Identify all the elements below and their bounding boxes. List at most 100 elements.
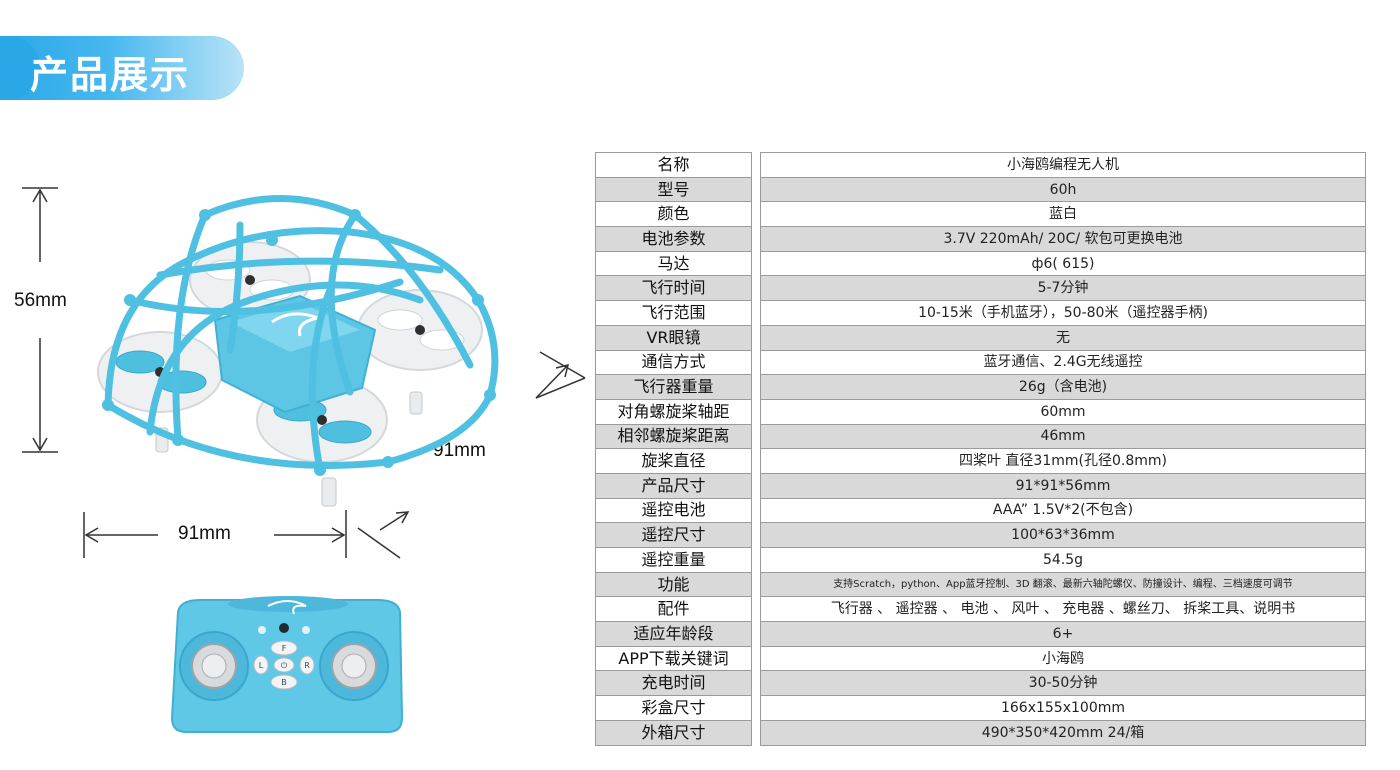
spec-label: 名称 xyxy=(595,152,752,178)
power-icon: ⏻ xyxy=(281,661,288,670)
spec-row: 外箱尺寸 xyxy=(595,719,752,746)
spec-label: 配件 xyxy=(595,596,752,623)
section-banner: 产品展示 xyxy=(0,36,244,100)
spec-value: 3.7V 220mAh/ 20C/ 软包可更换电池 xyxy=(760,226,1366,252)
spec-value: 30-50分钟 xyxy=(760,670,1366,697)
spec-value: ф6( 615) xyxy=(760,250,1366,277)
spec-label: 通信方式 xyxy=(595,349,752,376)
spec-row: 飞行时间 xyxy=(595,275,752,302)
spec-value: 小海鸥编程无人机 xyxy=(760,152,1366,178)
drone-image xyxy=(97,195,499,507)
spec-row: 支持Scratch，python、App蓝牙控制、3D 翻滚、最新六轴陀螺仪、防… xyxy=(760,571,1366,598)
spec-label: 型号 xyxy=(595,176,752,203)
spec-row: 马达 xyxy=(595,250,752,277)
spec-label: 外箱尺寸 xyxy=(595,719,752,746)
spec-label: APP下载关键词 xyxy=(595,645,752,672)
spec-row: 飞行器重量 xyxy=(595,374,752,400)
spec-value: 100*63*36mm xyxy=(760,522,1366,548)
spec-row: 26g（含电池) xyxy=(760,374,1366,400)
spec-label: 充电时间 xyxy=(595,670,752,697)
spec-row: 60mm xyxy=(760,398,1366,425)
spec-value: 蓝牙通信、2.4G无线遥控 xyxy=(760,349,1366,376)
spec-value: 小海鸥 xyxy=(760,645,1366,672)
spec-row: APP下载关键词 xyxy=(595,645,752,672)
spec-label: 遥控重量 xyxy=(595,547,752,573)
spec-row: 飞行范围 xyxy=(595,300,752,326)
spec-value: 166x155x100mm xyxy=(760,695,1366,721)
spec-value: 6+ xyxy=(760,621,1366,647)
spec-row: 5-7分钟 xyxy=(760,275,1366,302)
spec-label: 适应年龄段 xyxy=(595,621,752,647)
spec-value: 60h xyxy=(760,176,1366,203)
spec-row: 490*350*420mm 24/箱 xyxy=(760,719,1366,746)
spec-row: 蓝牙通信、2.4G无线遥控 xyxy=(760,349,1366,376)
spec-row: 无 xyxy=(760,324,1366,351)
spec-label: VR眼镜 xyxy=(595,324,752,351)
spec-label: 遥控尺寸 xyxy=(595,522,752,548)
spec-row: 电池参数 xyxy=(595,226,752,252)
spec-row: 60h xyxy=(760,176,1366,203)
remote-button-b-label: B xyxy=(281,678,287,687)
spec-row: 通信方式 xyxy=(595,349,752,376)
spec-row: 30-50分钟 xyxy=(760,670,1366,697)
dimension-arrows xyxy=(22,187,586,559)
spec-row: 遥控尺寸 xyxy=(595,522,752,548)
spec-row: 6+ xyxy=(760,621,1366,647)
spec-row: 旋桨直径 xyxy=(595,448,752,474)
spec-label: 功能 xyxy=(595,571,752,598)
spec-row: 四桨叶 直径31mm(孔径0.8mm) xyxy=(760,448,1366,474)
spec-row: 166x155x100mm xyxy=(760,695,1366,721)
spec-label: 旋桨直径 xyxy=(595,448,752,474)
spec-value: 91*91*56mm xyxy=(760,472,1366,499)
spec-row: 10-15米（手机蓝牙），50-80米（遥控器手柄) xyxy=(760,300,1366,326)
spec-label: 彩盒尺寸 xyxy=(595,695,752,721)
spec-value: 46mm xyxy=(760,423,1366,450)
width-dimension-label: 91mm xyxy=(178,523,231,544)
spec-row: 充电时间 xyxy=(595,670,752,697)
spec-row: 名称 xyxy=(595,152,752,178)
spec-row: AAA” 1.5V*2(不包含) xyxy=(760,497,1366,524)
spec-value: 蓝白 xyxy=(760,201,1366,228)
spec-row: 对角螺旋桨轴距 xyxy=(595,398,752,425)
spec-label: 马达 xyxy=(595,250,752,277)
remote-button-f-label: F xyxy=(282,644,287,653)
spec-row: 100*63*36mm xyxy=(760,522,1366,548)
spec-value: 60mm xyxy=(760,398,1366,425)
spec-label: 飞行器重量 xyxy=(595,374,752,400)
spec-value: 490*350*420mm 24/箱 xyxy=(760,719,1366,746)
spec-row: 46mm xyxy=(760,423,1366,450)
spec-row: 54.5g xyxy=(760,547,1366,573)
spec-label: 飞行时间 xyxy=(595,275,752,302)
spec-row: 配件 xyxy=(595,596,752,623)
spec-value: 支持Scratch，python、App蓝牙控制、3D 翻滚、最新六轴陀螺仪、防… xyxy=(760,571,1366,598)
spec-value: 无 xyxy=(760,324,1366,351)
spec-label: 遥控电池 xyxy=(595,497,752,524)
spec-label: 产品尺寸 xyxy=(595,472,752,499)
spec-label: 飞行范围 xyxy=(595,300,752,326)
spec-value: AAA” 1.5V*2(不包含) xyxy=(760,497,1366,524)
spec-row: 蓝白 xyxy=(760,201,1366,228)
spec-row: 遥控重量 xyxy=(595,547,752,573)
section-title: 产品展示 xyxy=(30,53,191,97)
spec-row: 产品尺寸 xyxy=(595,472,752,499)
spec-row: 适应年龄段 xyxy=(595,621,752,647)
spec-row: ф6( 615) xyxy=(760,250,1366,277)
spec-value: 54.5g xyxy=(760,547,1366,573)
depth-dimension-label: 91mm xyxy=(433,440,486,461)
spec-row: 小海鸥 xyxy=(760,645,1366,672)
spec-label: 电池参数 xyxy=(595,226,752,252)
spec-label: 颜色 xyxy=(595,201,752,228)
spec-row: 颜色 xyxy=(595,201,752,228)
spec-value: 飞行器 、 遥控器 、 电池 、 风叶 、 充电器 、螺丝刀、 拆桨工具、说明书 xyxy=(760,596,1366,623)
spec-row: 功能 xyxy=(595,571,752,598)
spec-label: 对角螺旋桨轴距 xyxy=(595,398,752,425)
spec-row: 小海鸥编程无人机 xyxy=(760,152,1366,178)
spec-value: 10-15米（手机蓝牙），50-80米（遥控器手柄) xyxy=(760,300,1366,326)
spec-label: 相邻螺旋桨距离 xyxy=(595,423,752,450)
spec-value: 26g（含电池) xyxy=(760,374,1366,400)
remote-button-l-label: L xyxy=(259,661,264,670)
spec-row: 遥控电池 xyxy=(595,497,752,524)
spec-value: 四桨叶 直径31mm(孔径0.8mm) xyxy=(760,448,1366,474)
